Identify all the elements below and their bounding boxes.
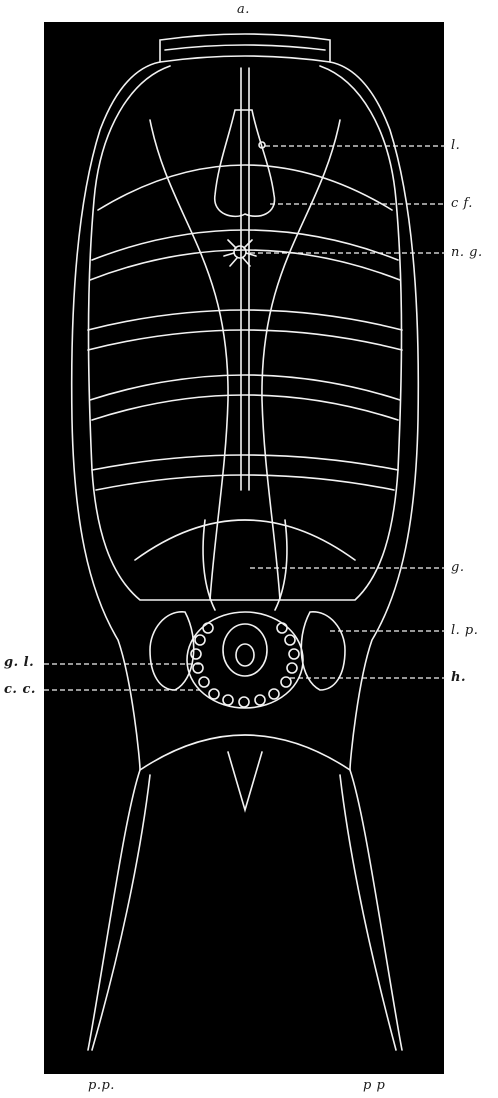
label-g: g. [451, 560, 464, 575]
label-l: l. [451, 138, 460, 153]
label-lp: l. p. [451, 623, 478, 638]
label-cf: c f. [451, 196, 473, 211]
label-h: h. [451, 670, 466, 685]
label-pp-left: p.p. [88, 1078, 115, 1093]
label-pp-right: p p [363, 1078, 385, 1093]
black-plate [44, 22, 444, 1074]
label-cc: c. c. [4, 682, 36, 697]
label-ng: n. g. [451, 245, 483, 260]
label-a: a. [237, 2, 250, 17]
label-gl: g. l. [4, 655, 34, 670]
